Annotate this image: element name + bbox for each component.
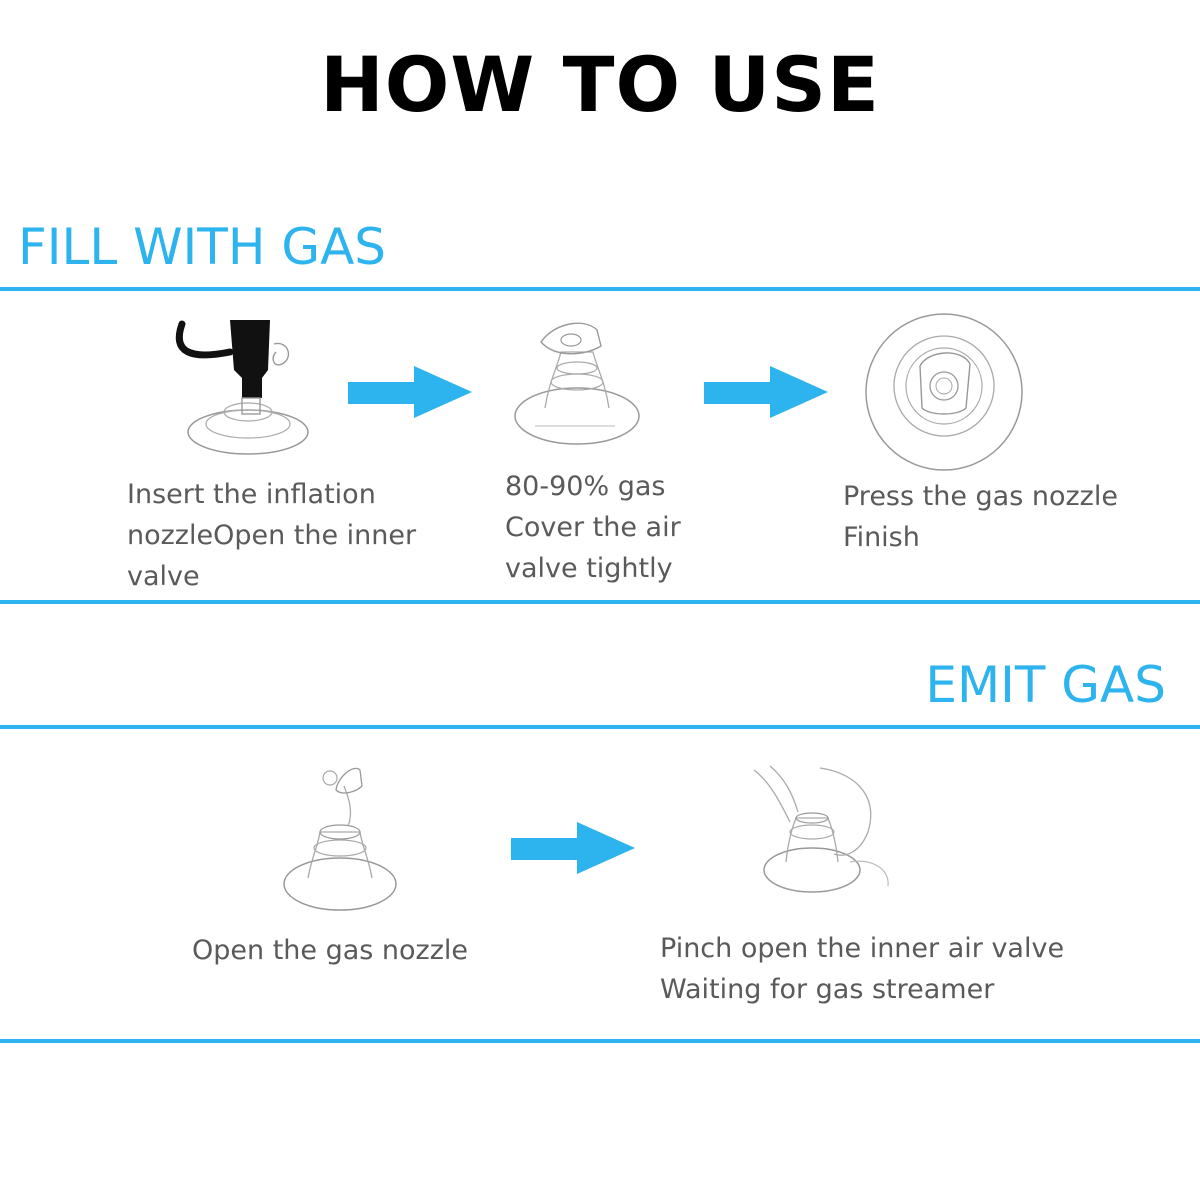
step-line: valve tightly xyxy=(505,553,673,584)
step-line: Cover the air xyxy=(505,512,681,543)
fill-step-1-text: Insert the inflation nozzleOpen the inne… xyxy=(127,474,416,597)
step-line: valve xyxy=(127,561,200,592)
fill-step-2-text: 80-90% gas Cover the air valve tightly xyxy=(505,466,681,589)
fill-section-title: FILL WITH GAS xyxy=(18,218,387,276)
valve-top-view-icon xyxy=(865,313,1023,471)
step-line: Waiting for gas streamer xyxy=(660,974,995,1005)
step-line: Open the gas nozzle xyxy=(192,935,469,966)
step-line: Pinch open the inner air valve xyxy=(660,933,1065,964)
emit-section-top-divider xyxy=(0,725,1200,729)
open-gas-nozzle-icon xyxy=(283,767,397,911)
step-line: Insert the inflation xyxy=(127,479,376,510)
arrow-right-icon xyxy=(511,822,635,874)
page-title: HOW TO USE xyxy=(320,40,880,129)
arrow-right-icon xyxy=(348,366,472,418)
fill-step-3-text: Press the gas nozzle Finish xyxy=(843,476,1118,558)
emit-step-2-text: Pinch open the inner air valve Waiting f… xyxy=(660,928,1064,1010)
emit-section-title: EMIT GAS xyxy=(925,656,1166,714)
step-line: nozzleOpen the inner xyxy=(127,520,417,551)
emit-section-bottom-divider xyxy=(0,1039,1200,1043)
pinch-valve-hand-icon xyxy=(753,765,889,893)
valve-side-view-icon xyxy=(514,322,640,445)
step-line: Press the gas nozzle xyxy=(843,481,1118,512)
emit-step-1-text: Open the gas nozzle xyxy=(192,930,468,971)
valve-with-inflation-nozzle-icon xyxy=(175,320,309,455)
fill-section-top-divider xyxy=(0,287,1200,291)
arrow-right-icon xyxy=(704,366,828,418)
fill-section-bottom-divider xyxy=(0,600,1200,604)
step-line: 80-90% gas xyxy=(505,471,666,502)
step-line: Finish xyxy=(843,522,920,553)
